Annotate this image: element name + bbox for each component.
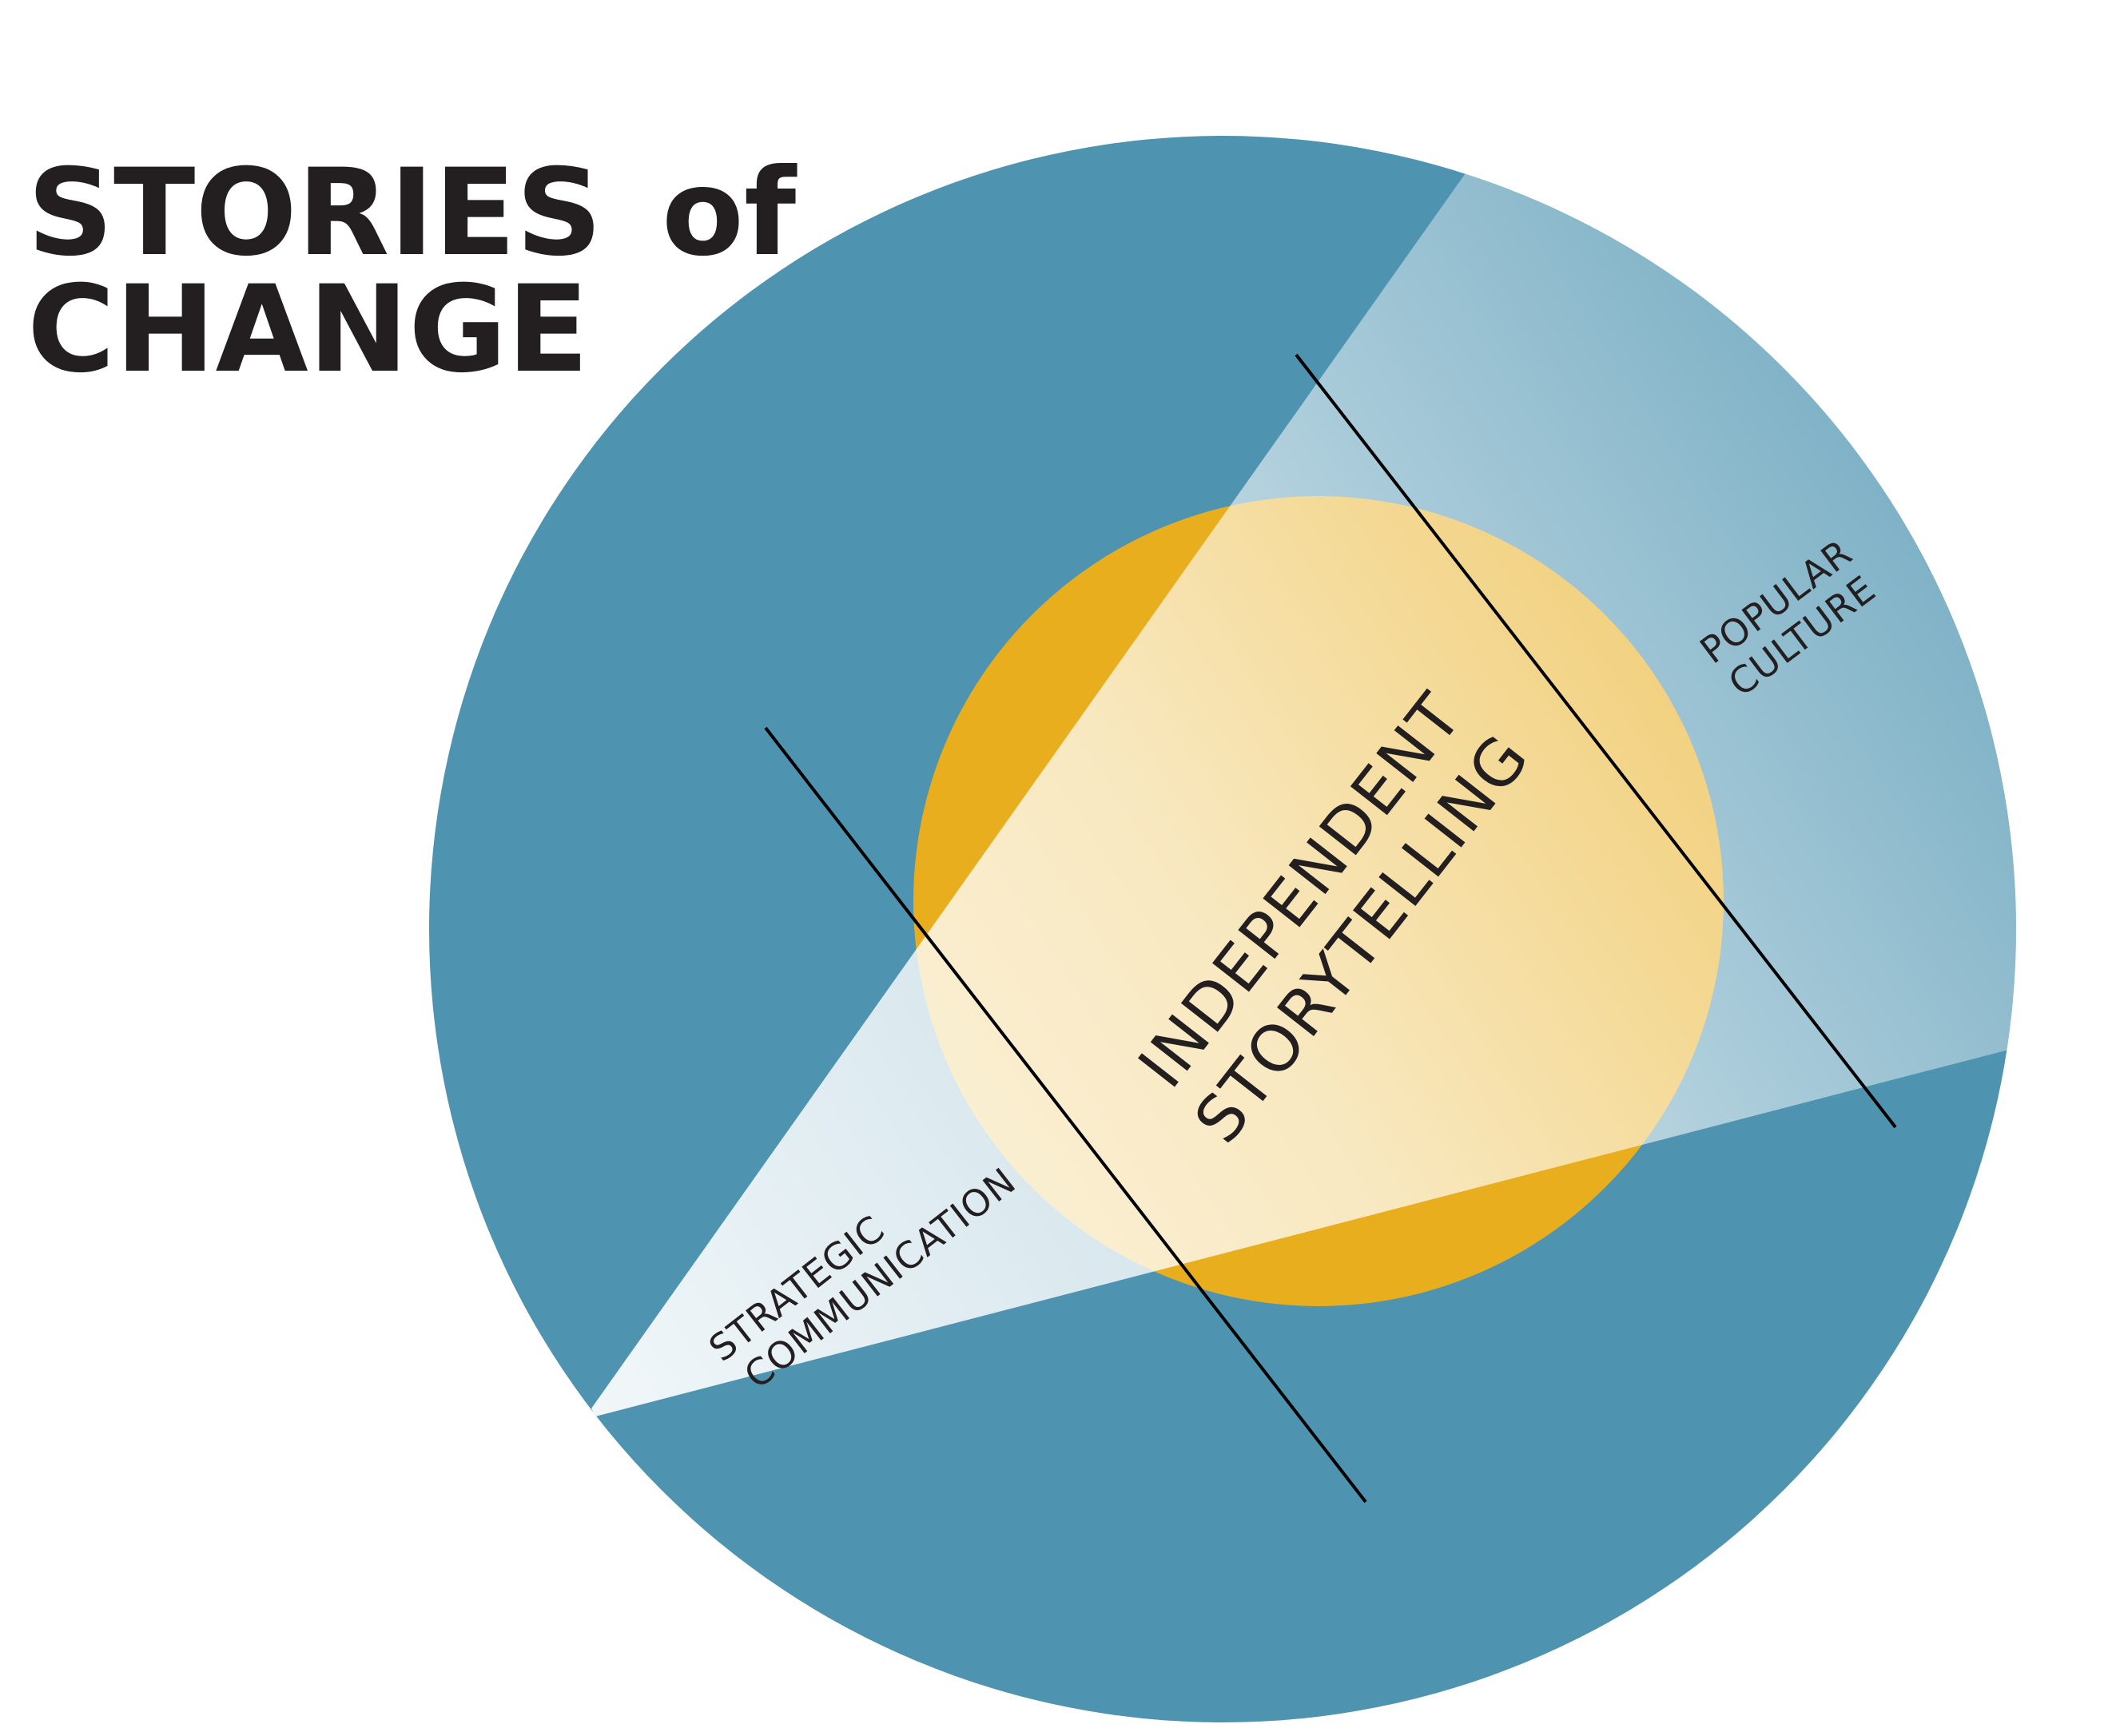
right-diagonal-line — [1295, 353, 1897, 1129]
light-beam-wedge — [591, 136, 2016, 1416]
title-stories: STORIES — [27, 144, 603, 283]
title-of: of — [662, 144, 797, 283]
title-line-2: CHANGE — [27, 260, 589, 399]
left-diagonal-line — [764, 726, 1367, 1504]
title-line-1: STORIES of — [27, 144, 797, 283]
